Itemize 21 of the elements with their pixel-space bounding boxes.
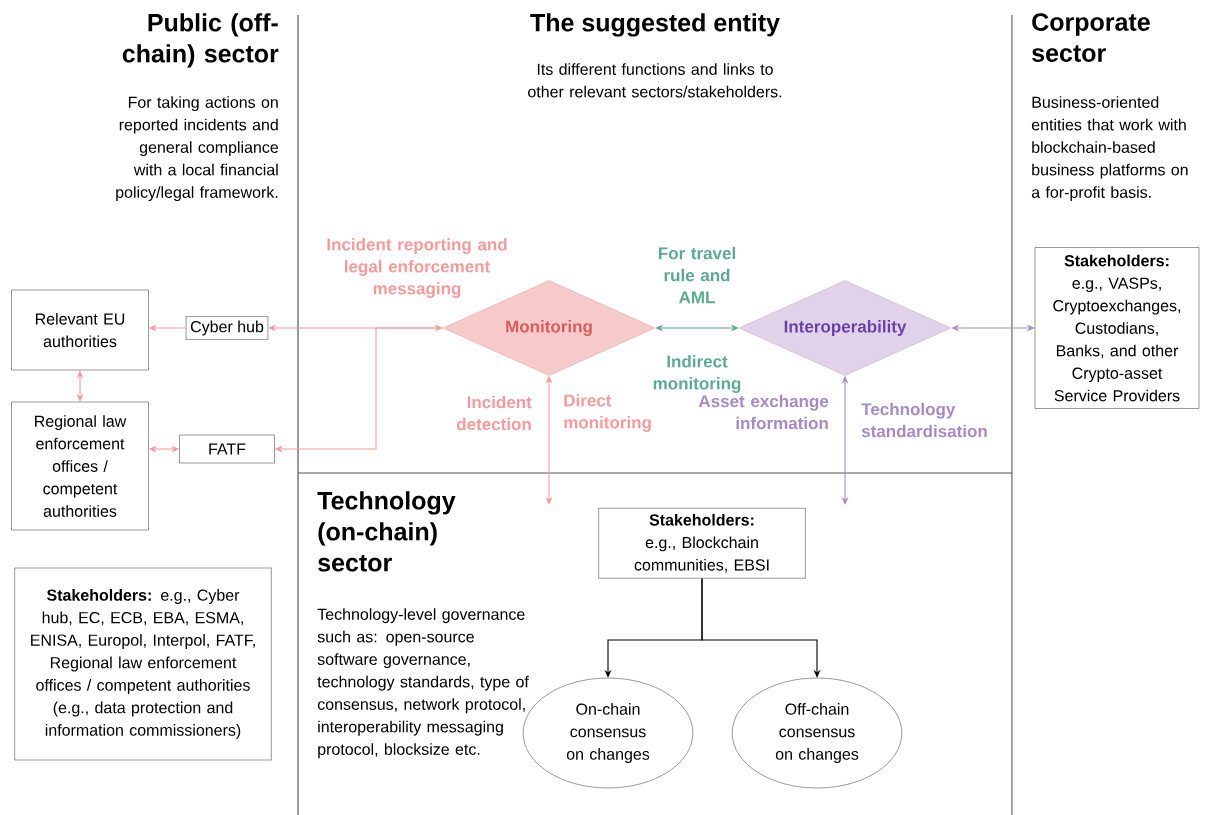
subtitle-text: Its different functions and links to other relevant sectors/stakeholders. — [528, 63, 782, 98]
process-box: Relevant EU authorities — [11, 289, 149, 371]
process-box: FATF — [179, 434, 275, 464]
annotation-text: Technology standardisation — [861, 402, 987, 438]
section-heading: Corporate sector — [1032, 13, 1150, 62]
edge-label: Incident detection — [456, 395, 532, 431]
stakeholder-box: Stakeholders: e.g., Cyber hub, EC, ECB, EBA, ESMA, ENISA, Europol, Interpol, FATF, Regional law enforcement offices / competent authorities (e.g., data protection and information commissioners) — [14, 567, 272, 761]
process-box: Cyber hub — [185, 316, 269, 340]
description-text: For taking actions on reported incidents and general compliance with a local financial policy/legal framework. — [116, 96, 279, 202]
description-text: Business-oriented entities that work with blockchain-based business platforms on a for-profit basis. — [1031, 96, 1188, 202]
annotation-text: Direct monitoring — [564, 394, 651, 432]
edge-label: For travel rule and AML — [658, 246, 735, 304]
edge-label: Asset exchange information — [698, 394, 829, 430]
stakeholder-box: Stakeholders: e.g., Blockchain communities, EBSI — [598, 508, 806, 579]
section-heading: Public (off-chain) sector — [122, 13, 279, 68]
title: The suggested entity — [530, 13, 780, 37]
section-heading: Technology (on-chain) sector — [317, 491, 456, 572]
process-box: Regional law enforcement offices / competent authorities — [11, 401, 149, 531]
stakeholder-box: Stakeholders: e.g., VASPs, Cryptoexchanges, Custodians, Banks, and other Crypto-asset Service Providers — [1034, 247, 1200, 409]
annotation-text: Indirect monitoring — [653, 355, 741, 393]
description-text: Technology-level governance such as: open-source software governance, technology standards, type of consensus, network protocol, interoperability messaging protocol, blocksize etc. — [317, 608, 529, 759]
